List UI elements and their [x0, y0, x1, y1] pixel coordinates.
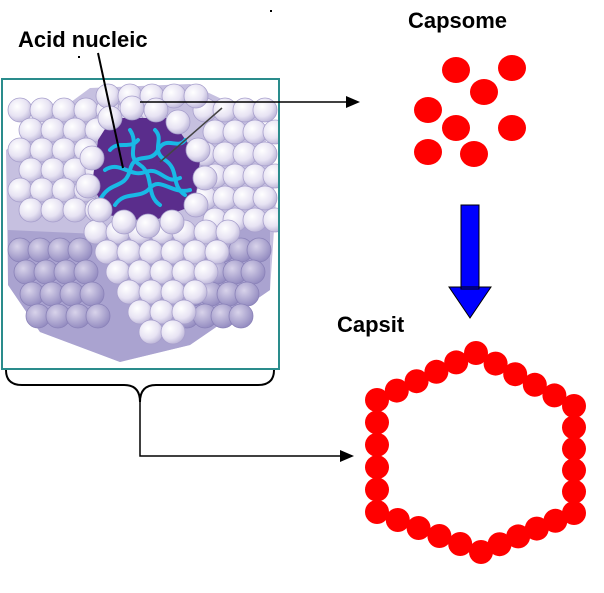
capsid-capsomere: [464, 341, 488, 365]
capsomere-sphere: [135, 213, 161, 239]
capsomere-sphere: [143, 97, 169, 123]
capsomere-sphere: [18, 197, 44, 223]
capsomere-sphere: [252, 185, 278, 211]
capsomere-sphere-shaded: [240, 259, 266, 285]
capsid-capsomere: [365, 455, 389, 480]
capsomere-sphere-shaded: [246, 237, 272, 263]
virus-capsid-illustration: [6, 83, 279, 362]
capsid-capsomere: [562, 436, 586, 461]
acid-nucleic-leader-line-secondary: [159, 107, 223, 163]
capsomere: [498, 55, 526, 81]
capsid-capsomere: [506, 524, 531, 549]
capsomere-spheres-front-group: [75, 95, 241, 345]
nucleic-acid-strands: [98, 128, 192, 207]
capsomere-sphere: [79, 145, 105, 171]
capsid-capsomere: [524, 516, 549, 541]
capsomere-sphere: [262, 163, 279, 189]
capsomere-sphere: [160, 319, 186, 345]
capsomere: [498, 115, 526, 141]
capsomere: [442, 57, 470, 83]
stray-mark: [78, 56, 80, 58]
capsomere-sphere: [192, 165, 218, 191]
capsomere: [442, 115, 470, 141]
capsomere-sphere-shaded: [234, 281, 260, 307]
capsid-capsomere: [483, 351, 508, 376]
illustration-frame: [1, 78, 280, 370]
capsomere-sphere: [159, 209, 185, 235]
capsomere-sphere: [204, 239, 230, 265]
acid-nucleic-leader-line: [97, 52, 124, 169]
capsomere-sphere: [171, 299, 197, 325]
capsomere-sphere: [193, 259, 219, 285]
capsid-capsomere: [424, 359, 449, 384]
capsid-capsomere: [562, 415, 586, 440]
capsomere-sphere-shaded: [85, 303, 111, 329]
capsomere-sphere: [87, 197, 113, 223]
capsid-capsomere: [487, 532, 512, 557]
capsid-capsomere-ring: [365, 341, 586, 564]
capsid-capsomere: [469, 540, 493, 564]
capsid-capsomere: [365, 388, 389, 412]
capsid-capsomere: [448, 532, 473, 556]
capsid-label: Capsit: [337, 312, 405, 337]
capsid-capsomere: [562, 501, 586, 525]
capsomere-sphere: [40, 197, 66, 223]
capsid-capsomere: [365, 477, 389, 502]
capsid-capsomere: [444, 350, 469, 375]
capsid-capsomere: [562, 479, 586, 504]
capsomere-sphere: [182, 279, 208, 305]
capsomere: [414, 97, 442, 123]
capsomere-sphere: [185, 137, 211, 163]
capsid-capsomere: [404, 369, 429, 394]
capsid-capsomere: [427, 524, 452, 548]
nucleic-acid-label: Acid nucleic: [18, 27, 148, 52]
arrow-right-icon: [140, 96, 360, 108]
capsomere: [414, 139, 442, 165]
brace-icon: [5, 369, 275, 403]
arrow-down-icon: [448, 204, 492, 319]
capsid-capsomere: [522, 372, 547, 397]
capsid-capsomere: [385, 508, 410, 532]
stray-mark: [270, 10, 272, 12]
capsomere: [470, 79, 498, 105]
arrow-right-icon: [139, 400, 354, 462]
capsomere-sphere: [183, 192, 209, 218]
capsomere-sphere: [262, 207, 279, 233]
capsid-capsomere: [365, 500, 389, 524]
capsid-capsomere: [384, 378, 409, 403]
capsomere-sphere: [138, 319, 164, 345]
capsomere-sphere: [119, 95, 145, 121]
capsid-capsomere: [503, 362, 528, 387]
capsomere-label: Capsome: [408, 8, 508, 33]
capsomere: [460, 141, 488, 167]
capsomere-sphere: [183, 83, 209, 109]
capsomere-sphere: [252, 97, 278, 123]
capsomere-cluster: [414, 55, 526, 167]
capsomere-sphere: [75, 173, 101, 199]
capsomere-sphere: [215, 219, 241, 245]
capsomere-sphere: [111, 209, 137, 235]
capsomere-sphere-shaded: [79, 281, 105, 307]
capsomere-sphere: [62, 197, 88, 223]
capsid-capsomere: [365, 410, 389, 435]
capsid-capsomere: [365, 432, 389, 457]
capsomere-sphere: [262, 119, 279, 145]
capsid-capsomere: [562, 458, 586, 483]
capsid-capsomere: [542, 383, 567, 408]
capsid-capsomere: [406, 516, 431, 540]
capsid-capsomere: [543, 508, 568, 533]
capsomere-sphere-shaded: [228, 303, 254, 329]
capsomere-sphere: [165, 109, 191, 135]
capsomere-sphere: [252, 141, 278, 167]
capsid-capsomere: [562, 394, 586, 418]
capsomere-sphere-shaded: [73, 259, 99, 285]
